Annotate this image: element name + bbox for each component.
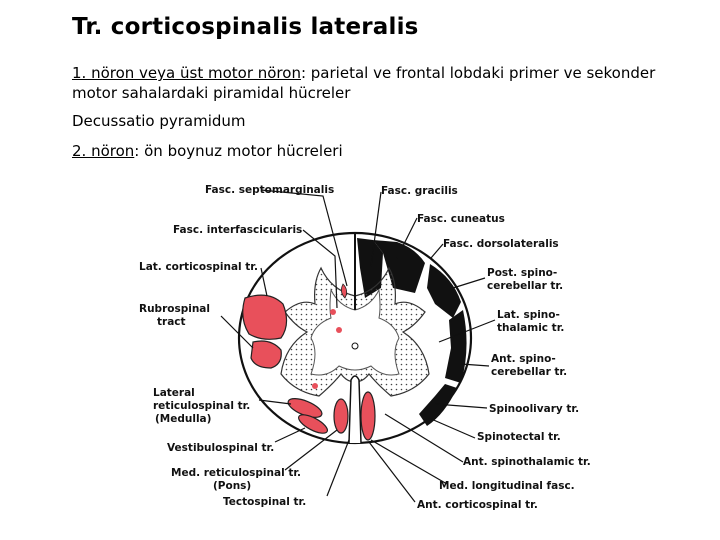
second-neuron-term: 2. nöron [72, 142, 135, 160]
fasc-cuneatus-region [373, 240, 425, 293]
label-lat-spinothalamic-2: thalamic tr. [497, 322, 564, 334]
label-spinoolivary: Spinoolivary tr. [489, 403, 579, 415]
spinal-cord-cross-section-figure: Fasc. septomarginalis Fasc. gracilis Fas… [135, 178, 595, 513]
label-lat-spinothalamic-1: Lat. spino- [497, 309, 560, 321]
slide-title: Tr. corticospinalis lateralis [72, 14, 419, 40]
label-ant-spinothalamic: Ant. spinothalamic tr. [463, 456, 591, 468]
med-reticulospinal-region [333, 398, 349, 434]
spinal-cord-diagram: Fasc. septomarginalis Fasc. gracilis Fas… [139, 184, 591, 511]
central-canal [351, 342, 359, 350]
lat-corticospinal-region [242, 294, 288, 340]
label-lat-reticulospinal-3: (Medulla) [155, 413, 211, 425]
spinoolivary-region [419, 384, 457, 426]
label-post-spinocerebellar-1: Post. spino- [487, 267, 557, 279]
label-lat-reticulospinal-1: Lateral [153, 387, 195, 399]
label-fasc-septomarginalis: Fasc. septomarginalis [205, 184, 334, 196]
label-lat-corticospinal: Lat. corticospinal tr. [139, 261, 258, 273]
fasc-septomarginalis-mark [341, 283, 347, 299]
label-med-reticulospinal-2: (Pons) [213, 480, 251, 492]
label-vestibulospinal: Vestibulospinal tr. [167, 442, 274, 454]
vestibulospinal-region [297, 414, 329, 434]
label-ant-corticospinal: Ant. corticospinal tr. [417, 499, 538, 511]
label-med-reticulospinal-1: Med. reticulospinal tr. [171, 467, 301, 479]
first-neuron-paragraph: 1. nöron veya üst motor nöron: parietal … [72, 63, 672, 103]
label-fasc-dorsolateralis: Fasc. dorsolateralis [443, 238, 559, 250]
first-neuron-term: 1. nöron veya üst motor nöron [72, 64, 301, 82]
label-med-longitudinal: Med. longitudinal fasc. [439, 480, 575, 492]
rubrospinal-region [250, 340, 282, 369]
second-neuron-paragraph: 2. nöron: ön boynuz motor hücreleri [72, 141, 672, 161]
first-neuron-description: : parietal ve frontal lobdaki primer ve … [72, 64, 656, 102]
label-post-spinocerebellar-2: cerebellar tr. [487, 280, 563, 292]
ant-corticospinal-region [360, 391, 376, 441]
decussation-mark [312, 383, 318, 389]
interfascicularis-mark-1 [330, 309, 336, 315]
label-fasc-interfascicularis: Fasc. interfascicularis [173, 224, 302, 236]
label-fasc-gracilis: Fasc. gracilis [381, 185, 458, 197]
fasc-gracilis-region [357, 238, 383, 298]
label-rubrospinal-2: tract [157, 316, 186, 328]
decussation-line: Decussatio pyramidum [72, 112, 246, 130]
label-spinotectal: Spinotectal tr. [477, 431, 561, 443]
label-rubrospinal-1: Rubrospinal [139, 303, 210, 315]
post-spinocerebellar-region [427, 264, 461, 318]
label-lat-reticulospinal-2: reticulospinal tr. [153, 400, 250, 412]
label-ant-spinocerebellar-1: Ant. spino- [491, 353, 556, 365]
anterior-median-fissure [348, 375, 362, 444]
label-fasc-cuneatus: Fasc. cuneatus [417, 213, 505, 225]
label-ant-spinocerebellar-2: cerebellar tr. [491, 366, 567, 378]
second-neuron-description: : ön boynuz motor hücreleri [134, 142, 343, 160]
label-tectospinal: Tectospinal tr. [223, 496, 306, 508]
interfascicularis-mark-2 [336, 327, 342, 333]
ant-spinocerebellar-region [445, 310, 467, 383]
